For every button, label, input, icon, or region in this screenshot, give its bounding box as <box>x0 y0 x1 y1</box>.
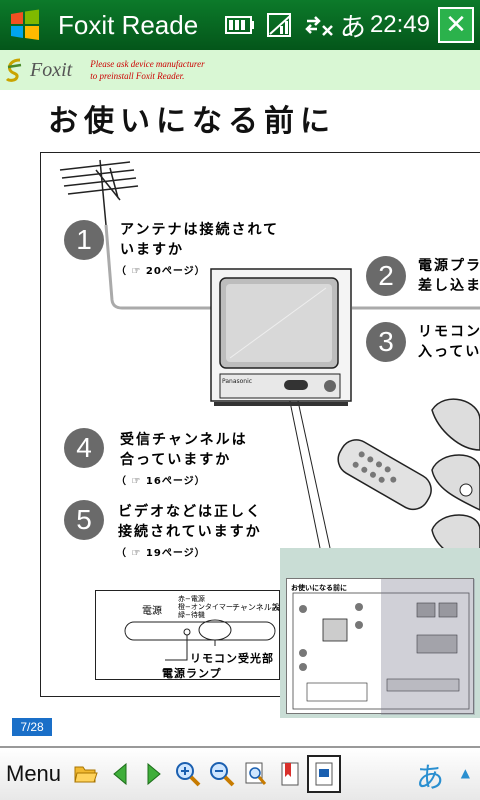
step-3-circle: 3 <box>366 322 406 362</box>
bookmark-icon <box>281 762 299 786</box>
foxit-logo-text: Foxit <box>30 58 73 81</box>
arrow-left-icon <box>113 762 127 786</box>
thumbnail-icon <box>315 762 333 786</box>
clock[interactable]: 22:49 <box>369 11 430 38</box>
close-button[interactable]: ✕ <box>438 7 474 43</box>
page-title: お使いになる前に <box>48 104 336 139</box>
step-5-circle: 5 <box>64 500 104 540</box>
status-icons: あ 22:49 ✕ <box>220 0 480 50</box>
foxit-logo: Foxit <box>4 57 72 83</box>
step-4-circle: 4 <box>64 428 104 468</box>
antenna-cable-diagram <box>59 159 480 549</box>
foxit-logo-icon <box>5 58 22 82</box>
step-5-ref: （ ☞ 19ぺージ） <box>116 548 206 559</box>
page-indicator: 7/28 <box>12 718 52 736</box>
previous-page-button[interactable] <box>103 755 137 793</box>
panel-red-power: 赤−電源 <box>178 595 205 603</box>
step-4-text: 受信チャンネルは 合っていますか <box>120 430 248 470</box>
panel-power-label: 電源 <box>142 606 162 617</box>
signal-off-icon[interactable] <box>260 0 300 50</box>
step-1-circle: 1 <box>64 220 104 260</box>
menu-button[interactable]: Menu <box>6 761 62 786</box>
thumbnail-title: お使いになる前に <box>291 584 347 592</box>
document-view[interactable]: お使いになる前に Panasonic <box>0 90 480 746</box>
thumbnail-viewport[interactable] <box>381 579 475 715</box>
step-2-text: 電源プラ 差し込ま <box>418 256 480 296</box>
title-bar: Foxit Reade <box>0 0 480 50</box>
zoom-in-icon <box>176 762 201 787</box>
banner-message-line1: Please ask device manufacturer <box>90 59 205 69</box>
fit-page-button[interactable] <box>239 755 273 793</box>
open-folder-button[interactable] <box>69 755 103 793</box>
step-2-line2: 差し込ま <box>418 278 480 294</box>
step-5-line1: ビデオなどは正しく <box>118 504 262 520</box>
bottom-toolbar: Menu <box>0 746 480 800</box>
step-5-line2: 接続されていますか <box>118 524 262 540</box>
panel-orange-timer: 橙−オンタイマー <box>178 603 233 611</box>
panel-green-standby: 緑−待機 <box>178 611 205 619</box>
panel-power-lamp-label: 電源ランプ <box>162 667 222 680</box>
bookmark-button[interactable] <box>273 755 307 793</box>
foxit-banner[interactable]: Foxit Please ask device manufacturer to … <box>0 50 480 90</box>
panel-remote-sensor-label: リモコン受光部 <box>190 652 274 665</box>
zoom-out-button[interactable] <box>205 755 239 793</box>
step-2-circle: 2 <box>366 256 406 296</box>
front-panel-shapes <box>124 619 276 661</box>
battery-icon[interactable] <box>220 0 260 50</box>
step-4-line2: 合っていますか <box>120 452 232 468</box>
step-3-text: リモコン 入ってい <box>418 322 480 362</box>
app-title: Foxit Reade <box>58 9 199 40</box>
connectivity-icon[interactable] <box>300 0 340 50</box>
step-1-text: アンテナは接続されて いますか <box>120 220 279 260</box>
panel-channel-label: チャンネル設定 <box>232 603 288 612</box>
step-1-line2: いますか <box>120 242 184 258</box>
ime-indicator[interactable]: あ <box>339 12 366 43</box>
step-3-line1: リモコン <box>418 324 480 340</box>
step-1-line1: アンテナは接続されて <box>120 222 280 238</box>
zoom-in-button[interactable] <box>171 755 205 793</box>
banner-message: Please ask device manufacturer to preins… <box>90 58 204 82</box>
step-3-line2: 入ってい <box>418 344 480 360</box>
step-4-line1: 受信チャンネルは <box>120 432 248 448</box>
banner-message-line2: to preinstall Foxit Reader. <box>90 71 185 81</box>
zoom-out-icon <box>210 762 235 787</box>
step-1-ref: （ ☞ 20ぺージ） <box>116 266 206 277</box>
arrow-right-icon <box>147 762 161 786</box>
step-2-line1: 電源プラ <box>418 258 480 274</box>
next-page-button[interactable] <box>137 755 171 793</box>
thumbnail-view-button[interactable] <box>307 755 342 793</box>
step-4-ref: （ ☞ 16ぺージ） <box>116 476 206 487</box>
page-overview-thumbnail[interactable]: お使いになる前に <box>280 548 480 718</box>
tv-brand-label: Panasonic <box>222 378 253 385</box>
diagram-frame <box>40 152 480 697</box>
input-method-button[interactable]: あ <box>415 761 444 794</box>
thumbnail-page[interactable]: お使いになる前に <box>286 578 475 715</box>
tv-illustration <box>210 268 352 406</box>
windows-start-icon[interactable] <box>0 0 50 50</box>
input-panel-caret-icon[interactable]: ▲ <box>460 766 470 780</box>
fit-page-icon <box>245 762 267 785</box>
folder-icon <box>74 766 98 783</box>
step-5-text: ビデオなどは正しく 接続されていますか <box>118 502 262 542</box>
thumbnail-content <box>292 592 470 710</box>
